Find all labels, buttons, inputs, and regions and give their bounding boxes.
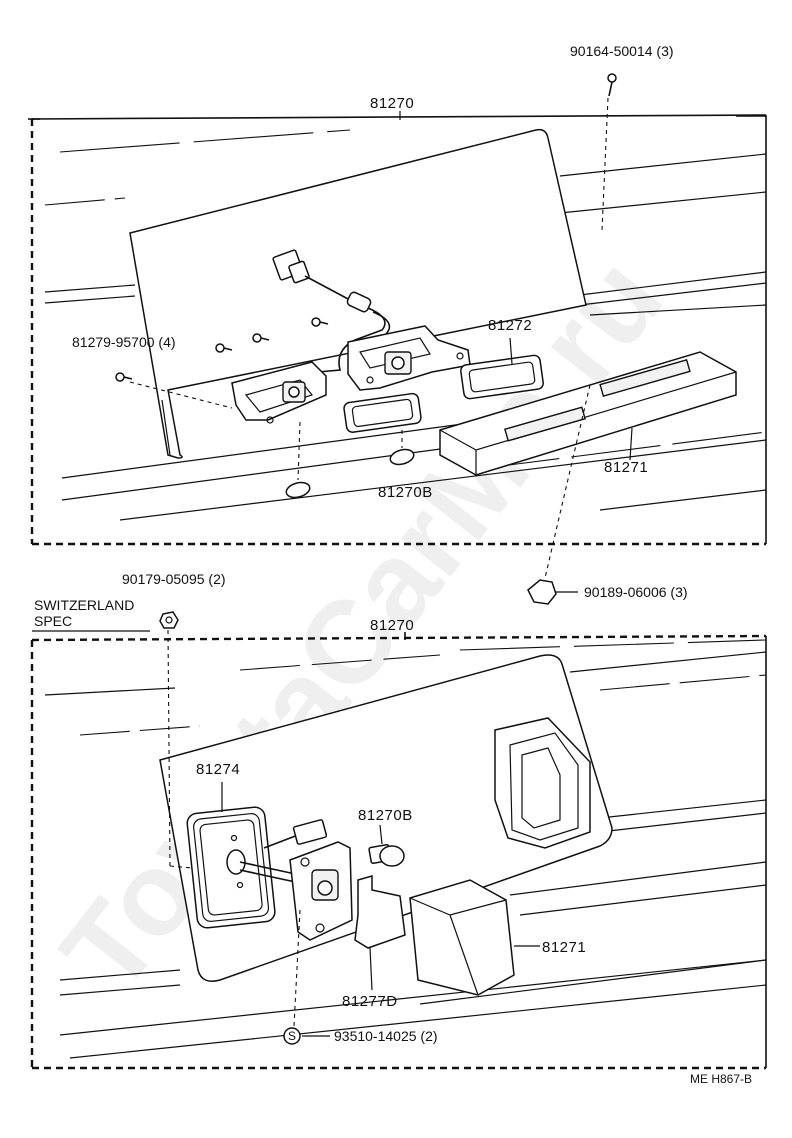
label-nut-90179: 90179-05095 (2) [122,571,226,587]
screw-symbol-letter: S [288,1029,296,1043]
body-lines-bottom [44,639,767,1059]
gasket-81274 [186,806,276,929]
assembly-label-bottom: 81270 [370,617,414,634]
bulb-81270b-top [389,448,415,466]
reflector-recess [494,717,591,849]
label-socket-81277d: 81277D [342,993,398,1010]
leaders-bottom [167,629,540,1037]
screw-symbol-icon [283,1027,301,1045]
label-gasket-81272: 81272 [488,317,532,334]
label-bulb-81270b-bottom: 81270B [358,807,413,824]
bottom-section: 90179-05095 (2) SWITZERLAND SPEC [30,571,767,1070]
leaders-top [129,97,633,593]
top-section: 81270 90164-50014 (3) 81279-95700 (4) 81… [28,43,767,605]
lens-81271-top [439,351,737,476]
label-screw-90164: 90164-50014 (3) [570,43,674,59]
label-clip-90189: 90189-06006 (3) [584,584,688,600]
label-bulb-81270b-top: 81270B [378,484,433,501]
bulb-left-top [285,481,311,499]
label-lens-81271-top: 81271 [604,459,648,476]
label-lens-81271-bottom: 81271 [542,939,586,956]
lens-81271-bottom [409,879,515,996]
bulb-81270b-bottom [368,843,405,867]
label-gasket-81274: 81274 [196,761,240,778]
diagram-code: ME H867-B [690,1072,752,1086]
socket-81277d [289,841,353,941]
label-screw-93510: 93510-14025 (2) [334,1028,438,1044]
bracket-bottom [354,875,406,949]
lamp-socket-left-top [231,361,327,424]
spec-line-2: SPEC [34,613,72,629]
lamp-socket-right-top [347,325,471,391]
screws-top [115,73,617,382]
wire-bottom [239,861,301,876]
wiring-harness-top [272,249,391,373]
label-screws-81279: 81279-95700 (4) [72,334,176,350]
gasket-left-top [343,392,422,433]
clip-90189 [527,579,557,605]
spec-line-1: SWITZERLAND [34,597,134,613]
assembly-label-top: 81270 [370,95,414,112]
gasket-81272-right [460,354,544,400]
nut-90179 [159,611,179,629]
